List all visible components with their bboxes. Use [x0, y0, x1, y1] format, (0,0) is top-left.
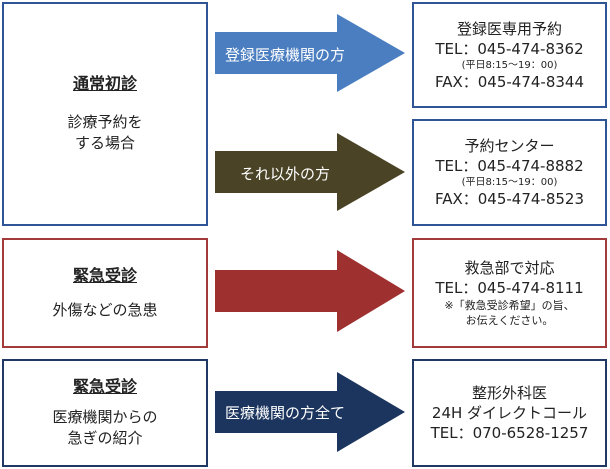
reservation-center-fax: FAX：045-474-8523	[434, 190, 585, 208]
reservation-center-name: 予約センター	[464, 137, 555, 155]
registered-doctor-booking-hours: (平日8:15～19：00)	[461, 59, 558, 71]
orthopedic-direct-call-tel: TEL：070-6528-1257	[430, 424, 589, 442]
emergency-trauma-box: 緊急受診 外傷などの急患	[2, 238, 208, 348]
arrow-all-medical-institutions	[215, 372, 405, 452]
urgent-referral-description: 医療機関からの 急ぎの紹介	[52, 408, 158, 447]
emergency-trauma-title: 緊急受診	[72, 265, 137, 285]
orthopedic-direct-call-box: 整形外科医 24H ダイレクトコール TEL：070-6528-1257	[412, 359, 607, 467]
registered-doctor-booking-tel: TEL：045-474-8362	[435, 39, 584, 58]
urgent-referral-box: 緊急受診 医療機関からの 急ぎの紹介	[2, 359, 208, 467]
urgent-referral-title: 緊急受診	[72, 377, 137, 396]
reservation-center-hours: (平日8:15～19：00)	[461, 177, 558, 188]
arrow-other-patients	[215, 133, 405, 211]
arrow-label-other-patients: それ以外の方	[239, 165, 330, 183]
arrow-emergency	[215, 250, 405, 332]
routine-first-visit-description: 診療予約を する場合	[67, 113, 143, 152]
orthopedic-direct-call-name: 整形外科医	[471, 384, 547, 402]
reservation-center-tel: TEL：045-474-8882	[435, 157, 584, 175]
emergency-department-note: ※「救急受診希望」の旨、 お伝えください。	[444, 299, 575, 327]
orthopedic-direct-call-hotline: 24H ダイレクトコール	[431, 404, 588, 422]
emergency-trauma-description: 外傷などの急患	[52, 300, 158, 319]
routine-first-visit-box: 通常初診 診療予約を する場合	[2, 2, 208, 226]
registered-doctor-booking-box: 登録医専用予約 TEL：045-474-8362 (平日8:15～19：00) …	[412, 2, 607, 108]
reservation-center-box: 予約センター TEL：045-474-8882 (平日8:15～19：00) F…	[412, 119, 607, 226]
arrow-label-registered-institutions: 登録医療機関の方	[224, 46, 345, 64]
routine-first-visit-title: 通常初診	[72, 74, 137, 93]
registered-doctor-booking-name: 登録医専用予約	[456, 19, 562, 38]
registered-doctor-booking-fax: FAX：045-474-8344	[434, 72, 585, 91]
arrow-label-all-medical-institutions: 医療機関の方全て	[224, 404, 345, 422]
emergency-department-box: 救急部で対応 TEL：045-474-8111 ※「救急受診希望」の旨、 お伝え…	[412, 238, 607, 348]
emergency-department-name: 救急部で対応	[464, 259, 555, 277]
emergency-department-tel: TEL：045-474-8111	[435, 279, 584, 297]
arrow-registered-institutions	[215, 14, 405, 92]
